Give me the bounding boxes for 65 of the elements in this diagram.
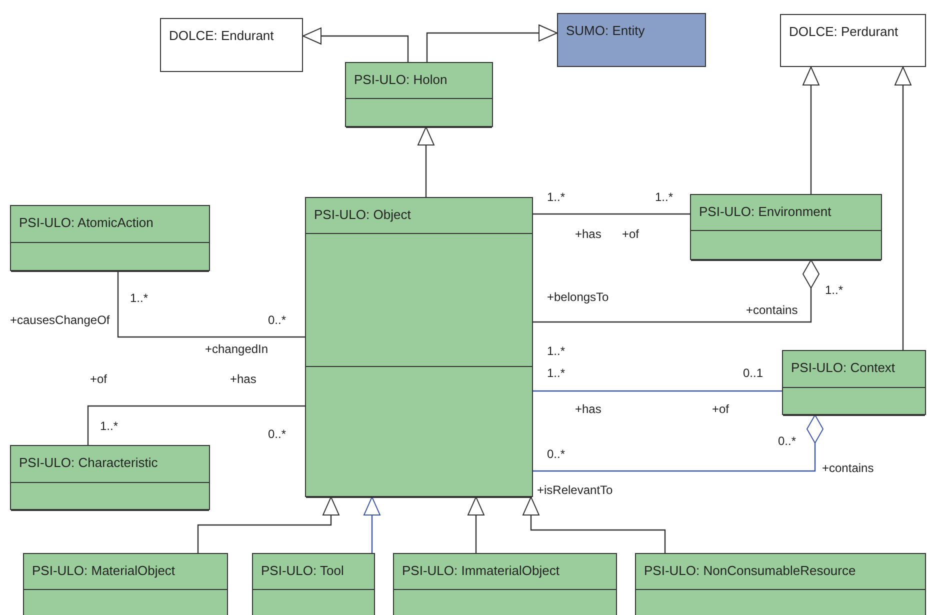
class-box [252, 553, 375, 615]
class-box [393, 553, 617, 615]
class-box [635, 553, 926, 615]
generalization-arrow [302, 28, 409, 62]
class-box [305, 197, 533, 497]
class-name: PSI-ULO: MaterialObject [32, 563, 176, 578]
association-end-label: +of [622, 227, 640, 241]
association-end-label: +has [575, 227, 602, 241]
class-box [782, 350, 926, 415]
generalization-arrow [418, 126, 434, 197]
class-name: DOLCE: Endurant [169, 28, 274, 43]
association-end-label: 1..* [547, 366, 566, 380]
association-end-label: 0..* [547, 447, 566, 461]
concept-box [557, 13, 706, 67]
aggregation-line [533, 414, 824, 472]
association-end-label: 1..* [100, 419, 118, 433]
association-end-label: 1..* [547, 344, 566, 358]
class-box [10, 205, 210, 271]
class-name: DOLCE: Perdurant [789, 24, 898, 39]
concept-box [160, 18, 303, 72]
generalization-arrow [364, 496, 380, 553]
association-end-label: +belongsTo [547, 290, 609, 304]
generalization-arrow [522, 496, 666, 553]
association-end-label: 0..* [778, 434, 796, 448]
class-name: PSI-ULO: Characteristic [19, 455, 158, 470]
association-end-label: +of [712, 402, 730, 416]
generalization-arrow [197, 496, 340, 553]
class-name: SUMO: Entity [566, 23, 645, 38]
association-end-label: +has [230, 372, 256, 386]
association-end-label: 1..* [547, 190, 566, 204]
association-end-label: +of [90, 372, 108, 386]
class-name: PSI-ULO: NonConsumableResource [644, 563, 856, 578]
class-box [10, 445, 210, 510]
association-end-label: 0..1 [743, 366, 764, 380]
class-name: PSI-ULO: ImmaterialObject [402, 563, 560, 578]
association-end-label: 1..* [130, 291, 148, 305]
association-end-label: 0..* [268, 313, 286, 327]
association-line [117, 271, 305, 338]
class-name: PSI-ULO: Object [314, 207, 411, 222]
class-name: PSI-ULO: Environment [699, 204, 832, 219]
concept-box [780, 14, 926, 67]
association-end-label: +causesChangeOf [10, 313, 110, 327]
association-end-label: +isRelevantTo [537, 483, 613, 497]
association-line [533, 390, 782, 392]
association-end-label: 1..* [655, 190, 674, 204]
class-name: PSI-ULO: Holon [354, 72, 448, 87]
association-line [533, 213, 690, 215]
generalization-arrow [802, 66, 820, 194]
generalization-arrow [894, 66, 912, 350]
generalization-arrow [426, 24, 558, 62]
class-box [690, 194, 882, 260]
association-end-label: +changedIn [205, 342, 268, 356]
class-name: PSI-ULO: Context [791, 360, 896, 375]
class-box [23, 553, 228, 615]
association-end-label: +contains [746, 303, 798, 317]
association-end-label: 0..* [268, 427, 286, 441]
aggregation-line [533, 260, 820, 323]
class-name: PSI-ULO: Tool [261, 563, 344, 578]
class-name: PSI-ULO: AtomicAction [19, 215, 154, 230]
class-box [345, 62, 493, 127]
generalization-arrow [468, 496, 484, 553]
association-line [87, 405, 305, 445]
association-end-label: +has [575, 402, 602, 416]
association-end-label: +contains [822, 461, 874, 475]
association-end-label: 1..* [825, 283, 844, 297]
